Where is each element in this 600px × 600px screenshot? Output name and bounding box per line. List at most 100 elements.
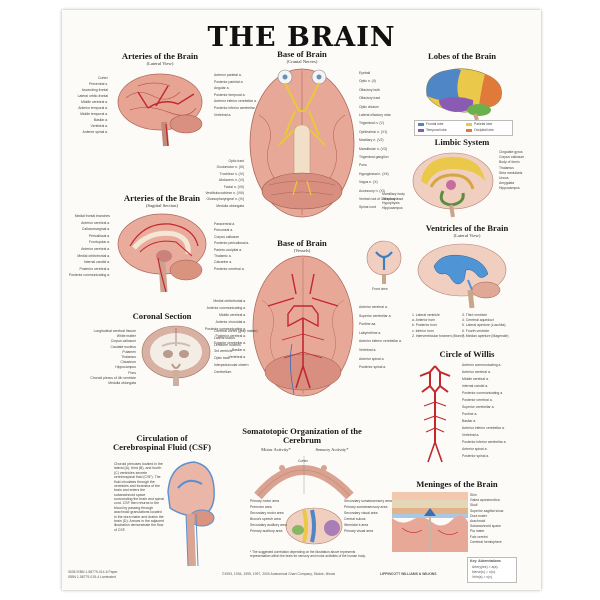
callout-label: Posterior pericallosal a. (214, 241, 250, 246)
somatotopic-motor-label: Motor Activity* (261, 447, 291, 452)
abbreviations-title: Key: Abbreviations (470, 559, 501, 563)
callout-label: Medial orbitofrontal a. (213, 299, 246, 303)
callout-label: Arachnoid (470, 519, 486, 523)
callout-label: Ascending frontal (81, 88, 108, 92)
lobes-key-label: Temporal lobe (426, 128, 447, 132)
arteries-lateral-subtitle: (Lateral View) (146, 61, 174, 66)
callout-label: Basilar a. (231, 348, 246, 352)
lobes-title: Lobes of the Brain (427, 51, 497, 61)
callout-label: Posterior temporal a. (214, 92, 246, 97)
callout-label: Primary somatosensory area (344, 505, 388, 509)
arteries-sagittal-title: Arteries of the Brain (123, 193, 201, 203)
callout-label: Cingulate gyrus (499, 150, 523, 154)
callout-label: Posterior communicating a. (68, 273, 110, 278)
meninges-illustration (392, 492, 468, 552)
somatotopic-sensory-label: Sensory Activity* (315, 447, 349, 452)
callout-label: Subarachnoid space (470, 524, 501, 529)
callout-label: Corpus callosum (499, 155, 525, 160)
ventricles-key-item: 2. Interventricular foramen (Monro) (412, 333, 465, 338)
callout-label: Olfactory tract (359, 96, 381, 101)
callout-label: Anterior temporal a. (78, 106, 108, 110)
callout-label: Internal carotid a. (462, 384, 489, 388)
color-swatch (466, 128, 472, 132)
callout-label: Pericallosal a. (88, 233, 110, 238)
callout-label: Wernicke's area (344, 523, 369, 527)
callout-label: Posterior spinal a. (462, 454, 490, 458)
brain-poster: THE BRAIN Arteries of the Brain (Lateral… (62, 10, 541, 590)
callout-label: Broca's speech area (250, 517, 281, 521)
callout-label: Stria medullaris (499, 170, 523, 175)
callout-label: Middle cerebral a. (462, 377, 489, 381)
callout-label: Corpus callosum (214, 234, 240, 239)
abbreviation-item: Nerve(s) = n(n). (472, 570, 496, 574)
lobes-illustration (426, 68, 502, 121)
callout-label: Anterior spinal a. (462, 447, 488, 451)
callout-label: Posterior communicating a. (204, 327, 246, 331)
somatotopic-homunculus (254, 456, 354, 500)
callout-label: Body of fornix (499, 160, 520, 165)
willis-illustration (419, 365, 451, 463)
callout-label: Middle cerebral a. (219, 313, 246, 317)
callout-label: Lentiform nucleus (214, 342, 241, 347)
callout-label: Anterior cerebral a. (81, 220, 110, 225)
callout-label: Olfactory bulb (359, 87, 380, 92)
callout-label: Optic tract (214, 356, 230, 361)
callout-label: Corpus callosum (110, 339, 136, 344)
callout-label: Thalamus (499, 165, 514, 170)
callout-label: Thalamus (121, 355, 136, 359)
ventricles-key-item: b. Posterior horn (412, 323, 438, 328)
callout-label: Basilar a. (462, 419, 477, 423)
csf-paragraph: Choroid plexuses located in the lateral … (114, 462, 165, 532)
lobes-key-label: Occipital lobe (474, 128, 494, 132)
callout-label: Eyeball (359, 71, 371, 75)
callout-label: Cerebellum (214, 369, 232, 374)
callout-label: Trochlear n. (IV) (219, 171, 244, 176)
callout-label: Vertebral a. (359, 348, 377, 352)
callout-label: Interpeduncular cistern (214, 363, 249, 367)
callout-label: Claustrum (120, 360, 136, 365)
callout-label: Superior sagittal sinus (470, 508, 504, 513)
callout-label: Parieto-occipital a. (214, 247, 242, 252)
callout-label: Accessory n. (XI) (359, 188, 385, 193)
callout-label: Lateral orbito-frontal (77, 94, 108, 98)
callout-label: Premotor area (250, 505, 272, 509)
callout-label: Trigeminal ganglion (359, 155, 389, 159)
callout-label: Labyrinthine a. (359, 330, 382, 335)
callout-label: Primary visual area (344, 529, 374, 533)
callout-label: Posterior communicating a. (462, 391, 504, 395)
callout-label: Anterior parietal a. (214, 73, 242, 77)
lobes-key-item: Frontal lobe (418, 122, 443, 126)
lobes-key-item: Temporal lobe (418, 128, 447, 132)
callout-label: Medulla oblongata (108, 381, 136, 385)
arteries-sagittal-illustration (117, 213, 207, 293)
callout-label: Thalamic a. (214, 254, 232, 258)
base-cranial-subtitle: (Cranial Nerves) (286, 59, 318, 64)
ventricles-title: Ventricles of the Brain (425, 223, 509, 233)
lobes-key-label: Frontal lobe (426, 122, 444, 126)
callout-label: Posterior spinal a. (359, 365, 387, 370)
callout-label: Trigeminal n. (V) (359, 121, 384, 126)
limbic-illustration (412, 152, 494, 218)
callout-label: Precuneal a. (214, 228, 234, 233)
callout-label: Mamillary body (382, 192, 405, 196)
callout-label: Skull (470, 503, 478, 508)
callout-label: Anterior inferior cerebellar a. (359, 339, 402, 344)
willis-title: Circle of Willis (439, 349, 495, 359)
callout-label: Abducens n. (VI) (218, 178, 244, 183)
callout-label: Lateral sulcus (214, 335, 235, 340)
callout-label: Hypophysis (382, 201, 400, 206)
footer-isbn-paper: 3035 ISBN 1-58779-014-6 Paper (68, 570, 118, 574)
callout-label: Hippocampus (115, 365, 136, 370)
ventricles-key-item: 4. Cerebral aqueduct (462, 318, 494, 323)
callout-label: White matter (116, 334, 136, 339)
callout-label: Spinal cord (359, 205, 376, 210)
callout-label: Pia mater (470, 529, 485, 534)
callout-label: Posterior parietal a. (214, 79, 244, 84)
callout-label: Galea aponeurotica (470, 498, 500, 503)
callout-label: Longitudinal cerebral fissure (93, 329, 136, 333)
callout-label: Pons (359, 163, 367, 168)
callout-label: Lateral olfactory stria (359, 113, 391, 117)
footer-copyright: ©1993, 1994, 1995, 1997, 2000 Anatomical… (222, 572, 336, 576)
color-swatch (418, 122, 424, 126)
meninges-title: Meninges of the Brain (416, 479, 498, 489)
